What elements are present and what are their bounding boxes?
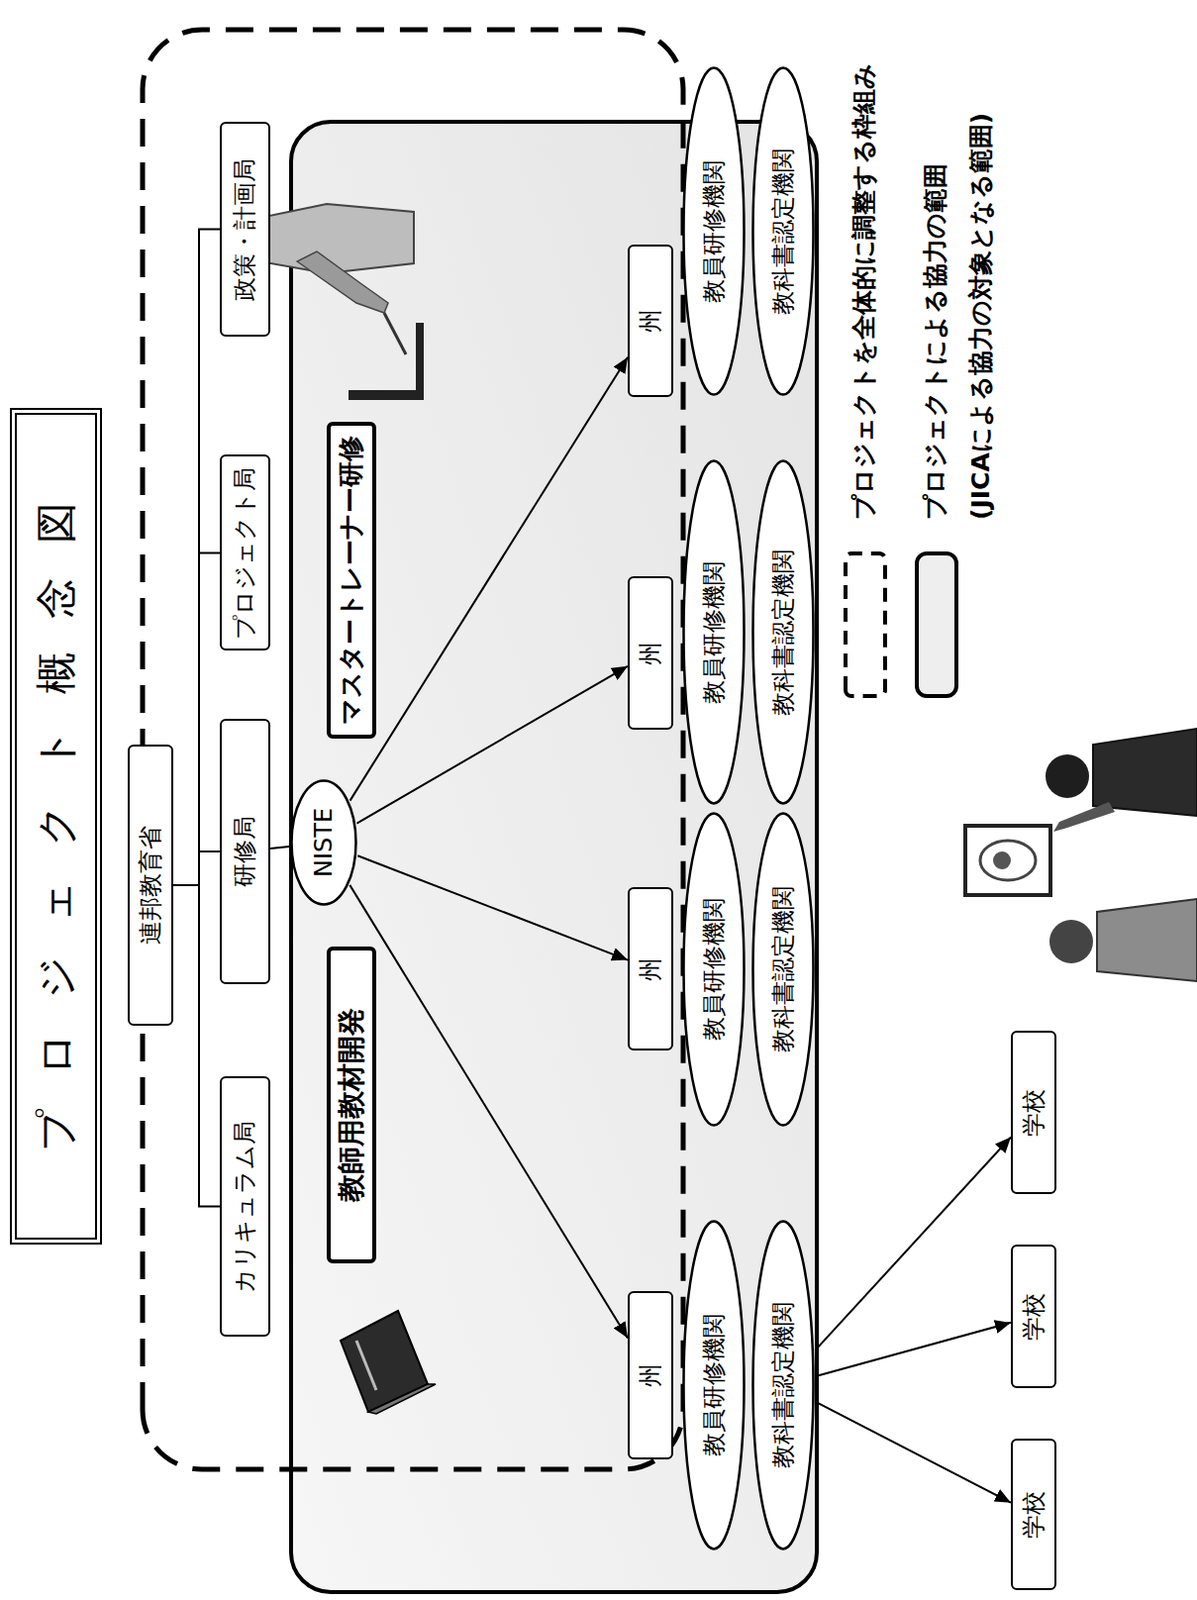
ministry-box: 連邦教育省 — [127, 744, 174, 1026]
connector-arrow — [357, 855, 628, 960]
legend-text: プロジェクトを全体的に調整する枠組み — [849, 63, 880, 520]
connector-arrow — [356, 666, 628, 824]
connector-line — [173, 851, 220, 886]
node-label: NISTE — [309, 807, 339, 878]
connector-line — [173, 553, 220, 887]
ellipse-shape — [684, 813, 745, 1126]
legend-swatch — [913, 550, 960, 699]
bureau-box: プロジェクト局 — [219, 455, 271, 652]
node-label: 教員研修機関 — [699, 897, 729, 1041]
legend-swatch-shape — [845, 553, 886, 697]
activity-box: 教師用教材開発 — [326, 946, 377, 1264]
ellipse-shape — [684, 1221, 745, 1550]
node-label: カリキュラム局 — [230, 1120, 260, 1294]
legend-swatch — [842, 550, 889, 699]
portrait-face — [993, 851, 1011, 870]
node-label: 州 — [636, 308, 666, 333]
node-label: 教科書認定機関 — [769, 1301, 798, 1469]
activity-box: マスタートレーナー研修 — [326, 421, 377, 739]
node-label: 教員研修機関 — [699, 1313, 729, 1457]
school-box: 学校 — [1010, 1030, 1057, 1195]
school-box: 学校 — [1010, 1244, 1057, 1389]
school-box: 学校 — [1010, 1438, 1057, 1591]
book-cover — [340, 1310, 428, 1412]
pointer — [384, 312, 406, 355]
book-title-line — [356, 1340, 377, 1391]
node-label: 州 — [636, 1363, 666, 1388]
person-head — [1049, 919, 1094, 964]
node-label: 教師用教材開発 — [334, 1007, 369, 1202]
connector-arrow — [350, 357, 628, 801]
institute-ellipse: NISTE — [289, 778, 359, 907]
project-frame — [142, 29, 684, 1470]
node-label: 研修局 — [230, 815, 260, 888]
connector-line — [270, 846, 290, 849]
connector-arrow — [349, 885, 628, 1339]
node-label: 連邦教育省 — [136, 825, 166, 945]
teacher-arm — [297, 251, 389, 313]
agency-ellipse: 教科書認定機関 — [750, 1218, 816, 1552]
person-head — [1045, 754, 1090, 798]
person-arm — [1053, 801, 1115, 832]
bureau-box: 研修局 — [219, 718, 271, 985]
connector-line — [173, 885, 220, 1207]
agency-ellipse: 教科書認定機関 — [750, 458, 816, 806]
state-box: 州 — [627, 1291, 674, 1460]
diagram-title: プロジェクト概念図 — [9, 407, 102, 1245]
node-label: 政策・計画局 — [230, 158, 260, 301]
legend-text: プロジェクトによる協力の範囲 — [920, 163, 951, 520]
legend-swatch-shape — [916, 553, 957, 697]
ellipse-shape — [753, 461, 814, 804]
portrait-oval — [980, 840, 1036, 881]
state-box: 州 — [627, 887, 674, 1051]
connector-arrow — [814, 1137, 1011, 1351]
ellipse-shape — [292, 781, 357, 905]
node-label: 教員研修機関 — [699, 561, 729, 704]
node-label: マスタートレーナー研修 — [335, 435, 367, 725]
agency-ellipse: 教員研修機関 — [681, 810, 747, 1128]
node-label: 学校 — [1019, 1089, 1049, 1137]
node-label: 教科書認定機関 — [769, 549, 798, 716]
ellipse-shape — [684, 461, 745, 804]
connector-arrow — [815, 1322, 1011, 1377]
node-label: 州 — [636, 957, 666, 982]
node-label: 州 — [636, 641, 666, 666]
agency-ellipse: 教科書認定機関 — [750, 65, 816, 398]
connector-line — [173, 229, 220, 887]
node-label: 教員研修機関 — [699, 160, 729, 303]
ellipse-shape — [753, 68, 814, 396]
picture-frame — [965, 825, 1051, 896]
agency-ellipse: 教員研修機関 — [681, 458, 747, 806]
connector-arrow — [815, 1401, 1011, 1503]
state-box: 州 — [627, 244, 674, 398]
state-box: 州 — [627, 576, 674, 730]
legend-note: (JICAによる協力の対象となる範囲) — [966, 112, 997, 520]
node-label: 学校 — [1019, 1293, 1049, 1341]
book-spine — [368, 1384, 436, 1414]
agency-ellipse: 教員研修機関 — [681, 65, 747, 398]
agency-ellipse: 教員研修機関 — [681, 1218, 747, 1552]
bureau-box: カリキュラム局 — [219, 1076, 271, 1337]
agency-ellipse: 教科書認定機関 — [750, 810, 816, 1128]
teacher-body — [259, 203, 414, 274]
ellipse-shape — [753, 1221, 814, 1550]
classroom-illustration — [965, 728, 1197, 982]
bureau-box: 政策・計画局 — [219, 121, 271, 337]
book-icon — [340, 1310, 436, 1414]
node-label: 教科書認定機関 — [769, 148, 798, 315]
ellipse-shape — [684, 68, 745, 396]
ellipse-shape — [753, 813, 814, 1126]
node-label: 教科書認定機関 — [769, 886, 798, 1053]
node-label: プロジェクト局 — [230, 467, 260, 640]
blackboard — [348, 322, 424, 400]
node-label: 学校 — [1019, 1491, 1049, 1539]
cooperation-frame — [291, 121, 817, 1593]
person-body — [1097, 898, 1197, 982]
